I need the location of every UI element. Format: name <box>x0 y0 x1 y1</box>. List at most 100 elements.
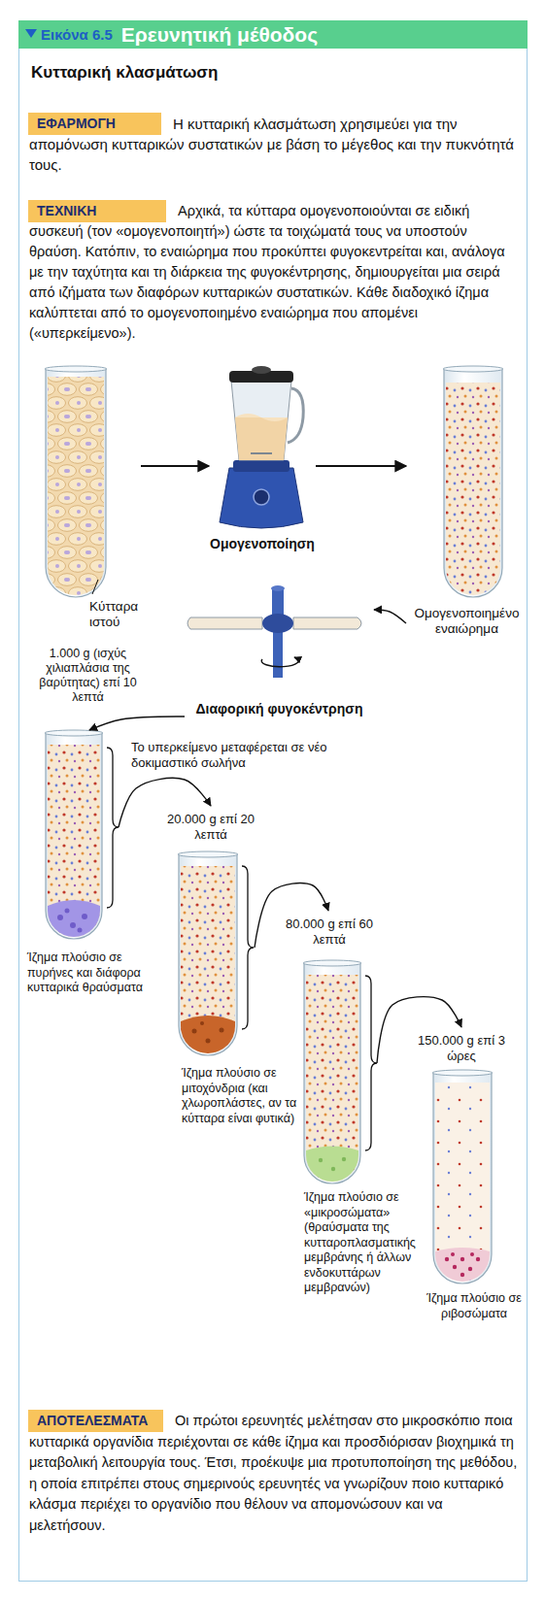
edge-label: Το υπερκείμενο μεταφέρεται σε νέο δοκιμα… <box>129 740 338 772</box>
centrifuge <box>187 585 362 679</box>
test-tube <box>44 730 103 737</box>
test-tube <box>476 1258 480 1262</box>
centrifuge <box>272 588 284 618</box>
bracket <box>106 748 119 909</box>
test-tube <box>192 1029 198 1035</box>
test-tube <box>47 900 101 938</box>
homogenate-tube: Ομογενοποιημένο εναιώρημα <box>406 367 528 644</box>
test-tube <box>180 866 236 1055</box>
test-tube <box>435 1083 490 1283</box>
arrow-connector <box>89 716 185 731</box>
body-text: Αρχικά, τα κύτταρα ομογενοποιούνται σε ε… <box>29 201 520 344</box>
title-band <box>18 20 528 49</box>
test-tube <box>306 975 359 1183</box>
tube-caption: Κύτταρα ιστού <box>89 599 158 631</box>
step-caption: Διαφορική φυγοκέντρηση <box>174 701 384 718</box>
blender <box>235 417 288 461</box>
test-tube <box>318 1158 323 1163</box>
test-tube <box>57 915 64 921</box>
centrifuge <box>272 627 283 679</box>
fraction-tube: 1.000 g (ισχύς χιλιαπλάσια της βαρύτητας… <box>38 730 119 950</box>
figure-title: Ερευνητική μέθοδος <box>121 21 318 48</box>
test-tube <box>460 1273 465 1278</box>
test-tube <box>177 851 239 858</box>
sediment-label: Ίζημα πλούσιο σε μιτοχόνδρια (και χλωροπ… <box>181 1066 301 1127</box>
test-tube <box>304 963 361 1185</box>
test-tube <box>445 382 501 596</box>
centrifuge <box>262 613 294 634</box>
blender <box>219 468 304 529</box>
leader-line <box>92 579 99 595</box>
blender <box>287 388 304 443</box>
test-tube <box>442 366 504 373</box>
test-tube <box>205 1039 211 1045</box>
arrow-connector <box>315 465 407 468</box>
sediment-label: Ίζημα πλούσιο σε «μικροσώματα» (θραύσματ… <box>304 1191 429 1297</box>
blender <box>235 413 288 422</box>
centrifuge <box>293 617 362 630</box>
test-tube <box>331 1167 336 1172</box>
figure-number: Εικόνα 6.5 <box>40 25 113 45</box>
blender <box>219 366 304 529</box>
sediment-label: Ίζημα πλούσιο σε πυρήνες και διάφορα κυτ… <box>27 951 154 997</box>
homogenizer: Ομογενοποίηση <box>208 367 316 531</box>
test-tube <box>460 1258 465 1262</box>
arrow-connector <box>374 610 407 624</box>
tube-caption: Ομογενοποιημένο εναιώρημα <box>406 606 528 638</box>
section-tag-text: ΕΦΑΡΜΟΓΗ <box>36 112 153 136</box>
fraction-tube: 20.000 g επί 20 λεπτάΊζημα πλούσιο σε μι… <box>167 806 255 1061</box>
test-tube <box>177 851 239 1056</box>
arrow-connector <box>140 465 209 468</box>
test-tube <box>442 366 504 598</box>
test-tube <box>306 1147 359 1184</box>
spin-condition: 150.000 g επί 3 ώρες <box>417 1033 506 1065</box>
test-tube <box>180 1016 236 1055</box>
blender <box>231 380 292 461</box>
test-tube <box>47 376 104 596</box>
section-tag-text: ΑΠΟΤΕΛΕΣΜΑΤΑ <box>36 1410 155 1433</box>
test-tube <box>452 1265 457 1270</box>
test-tube <box>435 1248 490 1283</box>
section-tag-text: ΤΕΧΝΙΚΗ <box>36 200 158 223</box>
test-tube <box>81 914 88 920</box>
test-tube <box>44 730 103 940</box>
blender <box>253 489 270 506</box>
test-tube <box>77 928 83 934</box>
test-tube <box>45 369 106 598</box>
test-tube <box>341 1158 346 1162</box>
test-tube <box>44 366 107 598</box>
test-tube <box>45 733 103 940</box>
test-tube <box>47 745 101 938</box>
test-tube <box>432 1070 493 1285</box>
sediment-label: Ίζημα πλούσιο σε ριβοσώματα <box>425 1292 523 1323</box>
blender <box>251 366 272 375</box>
spin-condition: 80.000 g επί 60 λεπτά <box>281 917 377 949</box>
figure-subtitle: Κυτταρική κλασμάτωση <box>31 62 218 84</box>
blender <box>233 460 290 473</box>
test-tube <box>450 1253 455 1258</box>
section-tag: ΕΦΑΡΜΟΓΗ <box>28 112 162 136</box>
test-tube <box>65 909 70 915</box>
centrifuge <box>271 585 285 592</box>
section-tag: ΤΕΧΝΙΚΗ <box>28 200 167 223</box>
title-marker <box>25 29 37 38</box>
test-tube <box>444 1258 449 1262</box>
test-tube <box>443 369 503 598</box>
bracket <box>365 976 377 1152</box>
centrifuge <box>261 657 299 668</box>
figure-frame <box>19 21 528 1583</box>
tissue-tube: Κύτταρα ιστού <box>38 367 141 601</box>
spin-condition: 1.000 g (ισχύς χιλιαπλάσια της βαρύτητας… <box>27 647 149 706</box>
spin-condition: 20.000 g επί 20 λεπτά <box>167 812 255 844</box>
test-tube <box>468 1267 473 1272</box>
blender <box>250 452 273 455</box>
section-tag: ΑΠΟΤΕΛΕΣΜΑΤΑ <box>28 1410 164 1433</box>
centrifuge: Διαφορική φυγοκέντρηση <box>184 580 375 725</box>
test-tube <box>200 1021 205 1026</box>
centrifuge <box>187 617 263 630</box>
step-caption: Ομογενοποίηση <box>199 536 326 553</box>
test-tube <box>432 1070 493 1077</box>
